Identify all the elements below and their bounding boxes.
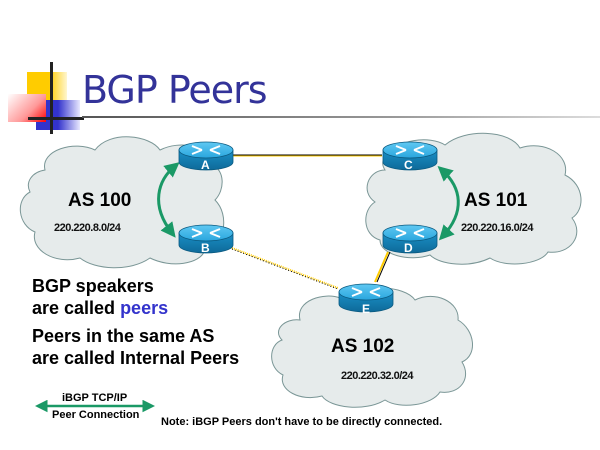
router-d-icon: [382, 224, 438, 254]
as102-label: AS 102: [331, 336, 395, 357]
title-underline: [82, 116, 600, 118]
router-label-c: C: [404, 158, 413, 172]
link-d-e: [374, 251, 389, 283]
peers-highlight: peers: [120, 298, 169, 318]
router-c-icon: [382, 141, 438, 171]
legend-line-2: Peer Connection: [52, 409, 140, 421]
bullet-1-line-1: BGP speakers: [32, 276, 154, 296]
slide-title: BGP Peers: [82, 68, 268, 112]
as100-prefix: 220.220.8.0/24: [54, 222, 121, 234]
bullet-1: BGP speakers are called peers: [32, 275, 168, 319]
as102-prefix: 220.220.32.0/24: [341, 370, 414, 382]
logo-horizontal-line: [28, 117, 84, 120]
link-b-e-shadow: [231, 248, 339, 290]
bullet-1-line-2-text: are called: [32, 298, 121, 318]
as101-prefix: 220.220.16.0/24: [461, 222, 534, 234]
as100-label: AS 100: [68, 190, 132, 211]
router-label-b: B: [201, 241, 210, 255]
router-label-e: E: [362, 302, 371, 316]
link-d-e-shadow: [376, 251, 391, 283]
logo-vertical-line: [50, 62, 53, 134]
router-e-icon: [338, 283, 394, 313]
footnote: Note: iBGP Peers don't have to be direct…: [161, 416, 443, 428]
router-label-d: D: [404, 241, 413, 255]
ibgp-arrow-a-b: [157, 162, 180, 238]
bullet-2-line-2: are called Internal Peers: [32, 348, 240, 368]
ibgp-arrow-c-d: [437, 165, 460, 241]
router-b-icon: [178, 224, 234, 254]
as101-label: AS 101: [464, 190, 528, 211]
legend-line-1: iBGP TCP/IP: [62, 392, 128, 404]
link-b-e: [231, 247, 339, 289]
bullet-1-line-2: are called peers: [32, 297, 168, 319]
bullet-2-line-1: Peers in the same AS: [32, 326, 215, 346]
router-label-a: A: [201, 158, 210, 172]
bullet-2: Peers in the same AS are called Internal…: [32, 325, 239, 369]
router-a-icon: [178, 141, 234, 171]
